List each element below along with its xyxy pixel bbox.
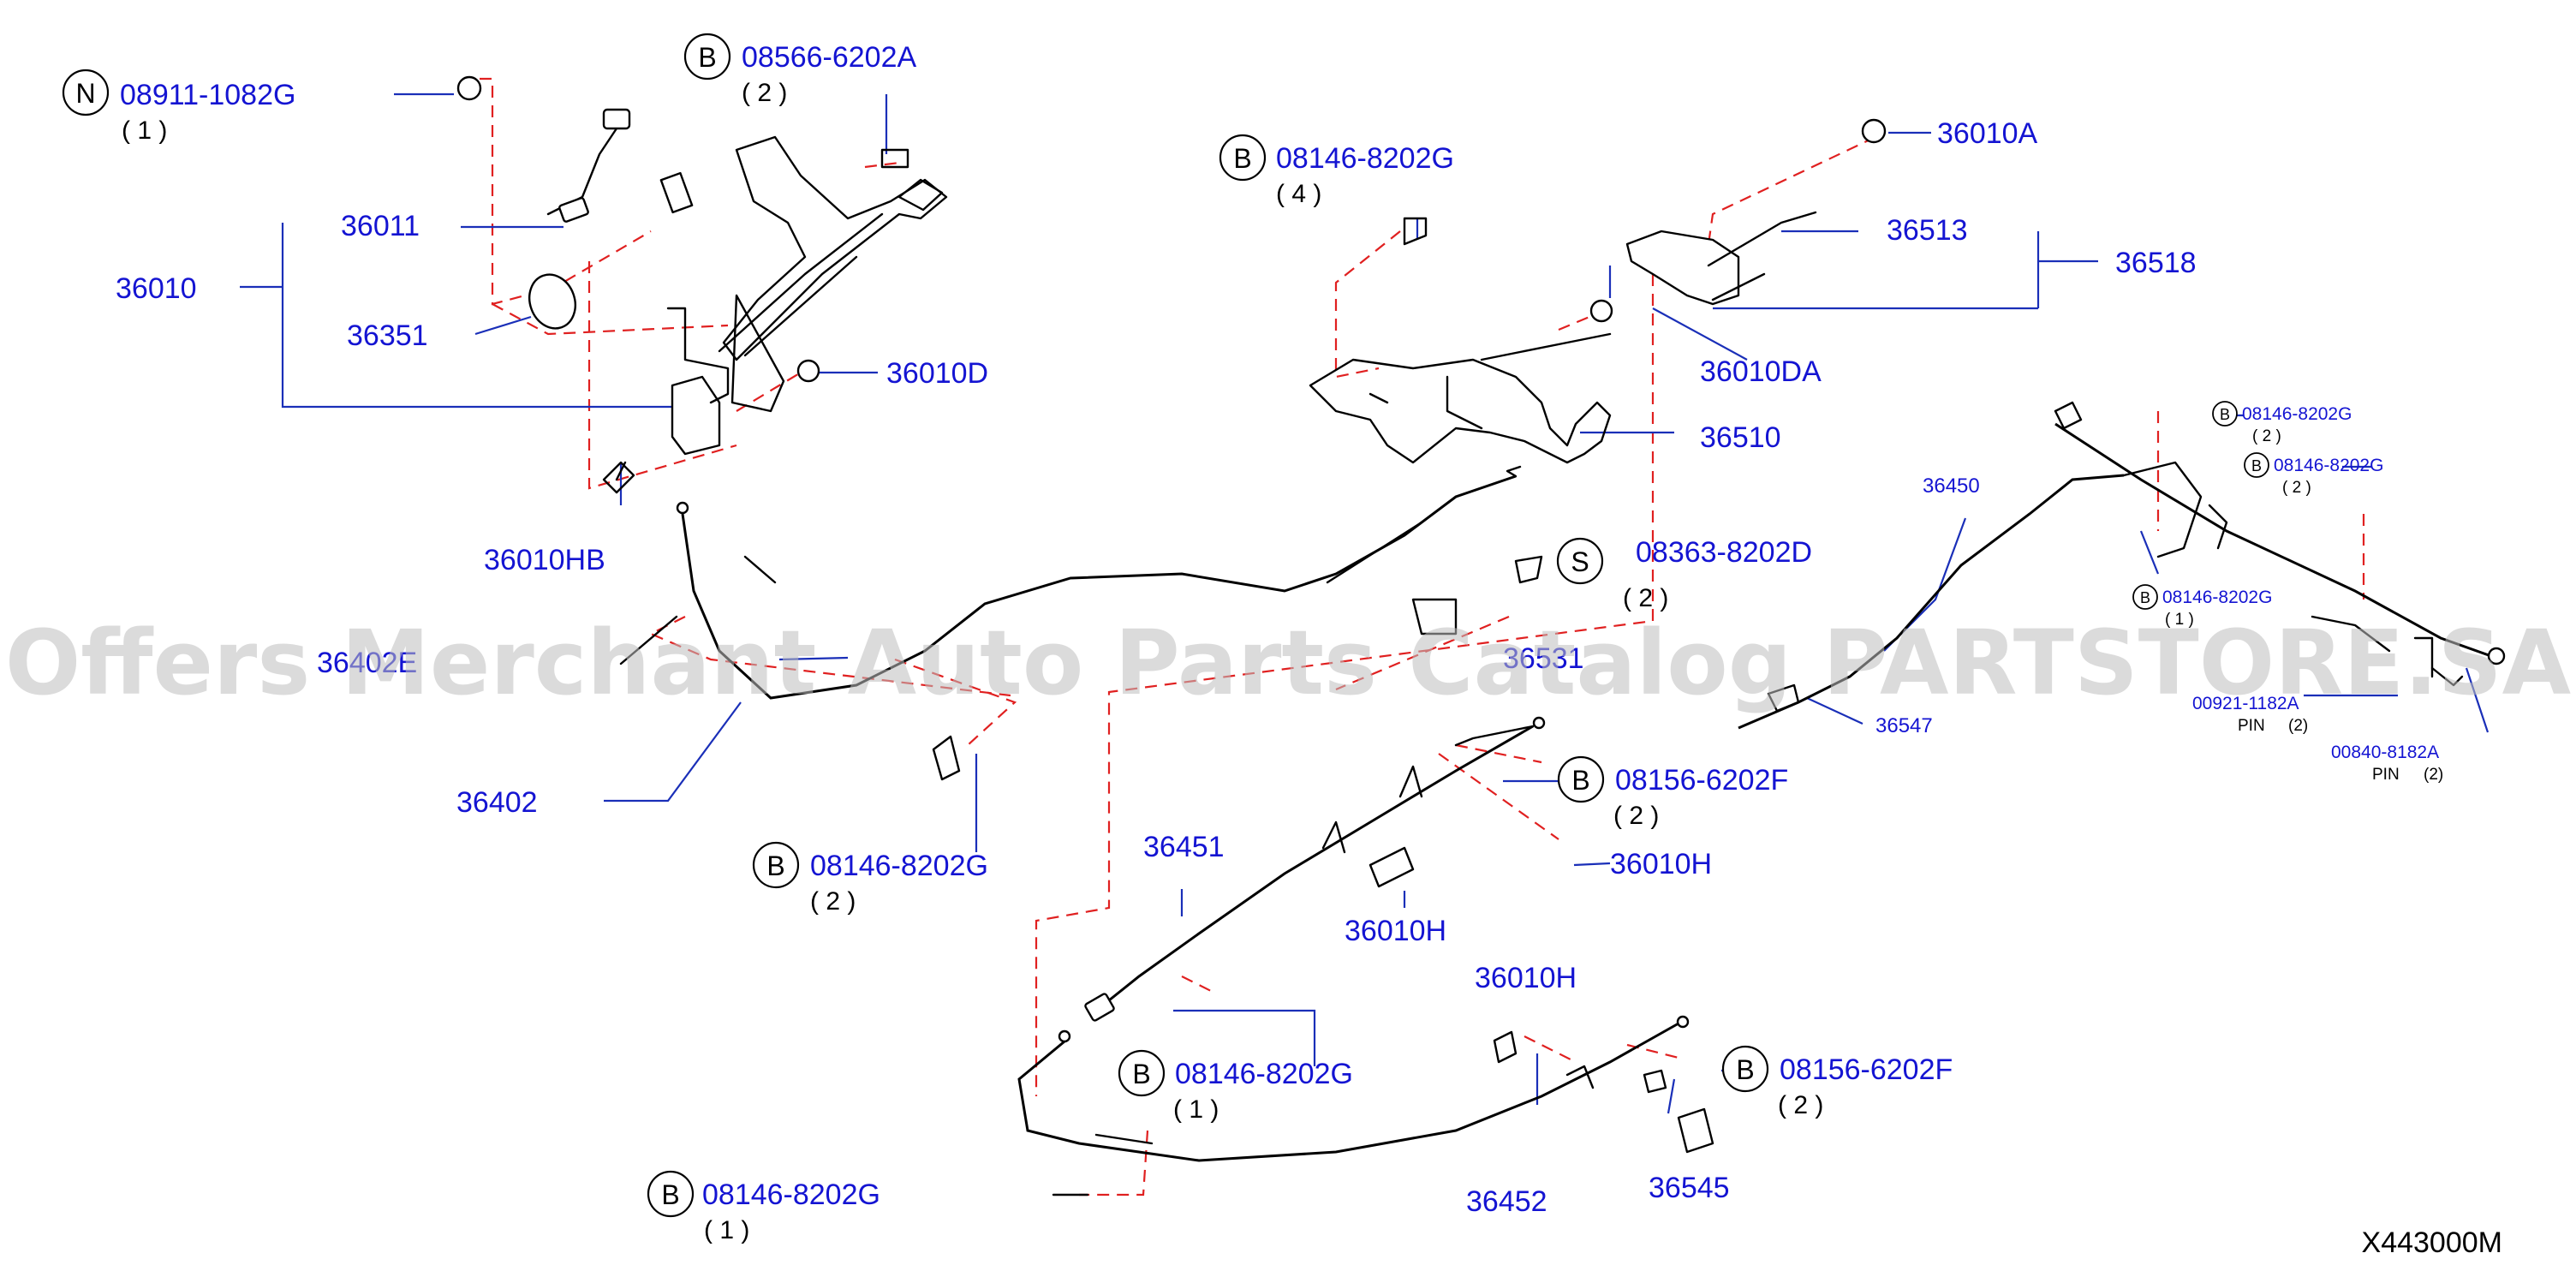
part-label-36010H[interactable]: 36010H (1345, 915, 1446, 947)
part-label-00840-8182A[interactable]: 00840-8182A (2331, 743, 2439, 762)
part-label-36518[interactable]: 36518 (2115, 247, 2197, 279)
rear-cable-36451 (1084, 716, 1546, 1022)
quantity: ( 2 ) (2282, 479, 2311, 497)
quantity: ( 1 ) (2165, 611, 2194, 629)
part-label-36531[interactable]: 36531 (1503, 642, 1584, 675)
part-number-08156-6202F[interactable]: 08156-6202F (1615, 764, 1788, 797)
quantity: ( 4 ) (1276, 180, 1321, 208)
callout-badge (2244, 452, 2269, 478)
pin-quantity: (2) (2288, 717, 2308, 735)
callout-badge (62, 69, 110, 116)
callout-badge (1118, 1049, 1166, 1097)
rear-cable-36452 (1017, 1015, 1714, 1196)
callout-letter: B (661, 1179, 679, 1210)
part-number-08566-6202A[interactable]: 08566-6202A (742, 41, 917, 74)
hand-lever-assembly (1309, 118, 1887, 464)
part-number-08911-1082G[interactable]: 08911-1082G (120, 79, 295, 111)
callout-badge (683, 33, 731, 81)
callout-letter: B (2220, 406, 2230, 423)
callout-08146-top: B 08146-8202G ( 4 ) (1219, 134, 1454, 208)
callout-letter: S (1571, 546, 1589, 577)
callout-08156-b: B 08156-6202F ( 2 ) (1721, 1045, 1953, 1119)
callout-badge (1721, 1045, 1769, 1093)
part-label-36450[interactable]: 36450 (1923, 474, 1980, 498)
part-label-36010H[interactable]: 36010H (1610, 848, 1712, 880)
callout-08566: B 08566-6202A ( 2 ) (683, 33, 917, 107)
quantity: ( 1 ) (704, 1216, 749, 1244)
part-number-08146-8202G[interactable]: 08146-8202G (1276, 142, 1454, 175)
callout-letter: B (1233, 143, 1251, 174)
callout-badge (1556, 537, 1604, 585)
callout-letter: N (75, 78, 95, 109)
part-labels: 36010A 36011 36010 36351 36010D 36010H B … (116, 117, 2443, 1218)
callout-letter: B (1132, 1059, 1150, 1089)
part-label-36010DA[interactable]: 36010DA (1700, 355, 1822, 388)
callout-badge (1557, 755, 1605, 803)
part-number-08156-6202F[interactable]: 08156-6202F (1780, 1053, 1953, 1086)
callout-08156-a: B 08156-6202F ( 2 ) (1557, 755, 1788, 830)
brake-switch-part (456, 75, 909, 494)
part-number-08146-8202G[interactable]: 08146-8202G (2274, 456, 2383, 475)
part-label-36402[interactable]: 36402 (456, 786, 538, 819)
callout-08146-bottom: B 08146-8202G ( 1 ) (647, 1170, 880, 1244)
part-number-08146-8202G[interactable]: 08146-8202G (2162, 588, 2272, 607)
part-number-08146-8202G[interactable]: 08146-8202G (810, 850, 988, 882)
callout-letter: B (2251, 457, 2262, 474)
part-label-00921-1182A[interactable]: 00921-1182A (2192, 694, 2299, 713)
callout-08911: N 08911-1082G ( 1 ) (62, 69, 295, 145)
front-cable-36402 (619, 465, 1543, 781)
callout-letter: B (2140, 589, 2150, 606)
part-label-36510[interactable]: 36510 (1700, 421, 1781, 454)
callout-badge (1219, 134, 1267, 182)
part-label-36011[interactable]: 36011 (341, 210, 420, 242)
callout-08146-lower: B 08146-8202G ( 1 ) (1118, 1049, 1353, 1124)
callout-08363: S 08363-8202D ( 2 ) (1556, 536, 1812, 612)
part-label-36452[interactable]: 36452 (1466, 1185, 1547, 1218)
callout-letter: B (1571, 765, 1589, 796)
callout-08146-mid: B 08146-8202G ( 2 ) (752, 841, 988, 916)
pin-quantity: (2) (2424, 766, 2443, 784)
brake-pedal-assembly (666, 135, 948, 456)
callout-right-08146-2: B 08146-8202G ( 2 ) (2244, 452, 2383, 497)
callout-badge (647, 1170, 695, 1218)
diagram-reference-code: X443000M (2362, 1226, 2502, 1259)
quantity: ( 2 ) (742, 79, 787, 107)
pin-label: PIN (2238, 717, 2265, 735)
part-number-08146-8202G[interactable]: 08146-8202G (702, 1179, 880, 1211)
part-label-36010[interactable]: 36010 (116, 272, 197, 305)
callout-right-08146-3: B 08146-8202G ( 1 ) (2132, 584, 2272, 629)
part-label-36547[interactable]: 36547 (1875, 714, 1933, 737)
part-label-36010HB[interactable]: 36010HB (484, 544, 605, 576)
quantity: ( 2 ) (1623, 584, 1668, 612)
part-label-36010D[interactable]: 36010D (886, 357, 988, 390)
pin-label: PIN (2372, 766, 2400, 784)
watermark-text: Offers Merchant Auto Parts Catalog PARTS… (5, 611, 2571, 715)
part-label-36010H[interactable]: 36010H (1475, 962, 1577, 994)
part-label-36402E[interactable]: 36402E (317, 647, 417, 679)
quantity: ( 1 ) (122, 116, 167, 145)
part-number-08146-8202G[interactable]: 08146-8202G (2242, 404, 2352, 424)
quantity: ( 1 ) (1173, 1095, 1219, 1124)
callout-right-08146-1: B 08146-8202G ( 2 ) (2212, 401, 2352, 445)
part-label-36451[interactable]: 36451 (1143, 831, 1225, 863)
part-number-08146-8202G[interactable]: 08146-8202G (1175, 1058, 1353, 1090)
part-label-36545[interactable]: 36545 (1649, 1172, 1730, 1204)
callout-letter: B (1736, 1054, 1754, 1085)
quantity: ( 2 ) (2252, 427, 2281, 445)
quantity: ( 2 ) (1613, 802, 1659, 830)
part-label-36351[interactable]: 36351 (347, 319, 428, 352)
right-cable-assembly (1738, 401, 2506, 730)
part-label-36513[interactable]: 36513 (1887, 214, 1968, 247)
callout-badge (2132, 584, 2158, 610)
part-number-08363-8202D[interactable]: 08363-8202D (1636, 536, 1812, 569)
callout-badge (2212, 401, 2238, 427)
quantity: ( 2 ) (1778, 1091, 1823, 1119)
quantity: ( 2 ) (810, 887, 856, 916)
callout-letter: B (766, 850, 784, 881)
callout-badge (752, 841, 800, 889)
part-label-36010A[interactable]: 36010A (1937, 117, 2038, 150)
callout-letter: B (698, 42, 716, 73)
